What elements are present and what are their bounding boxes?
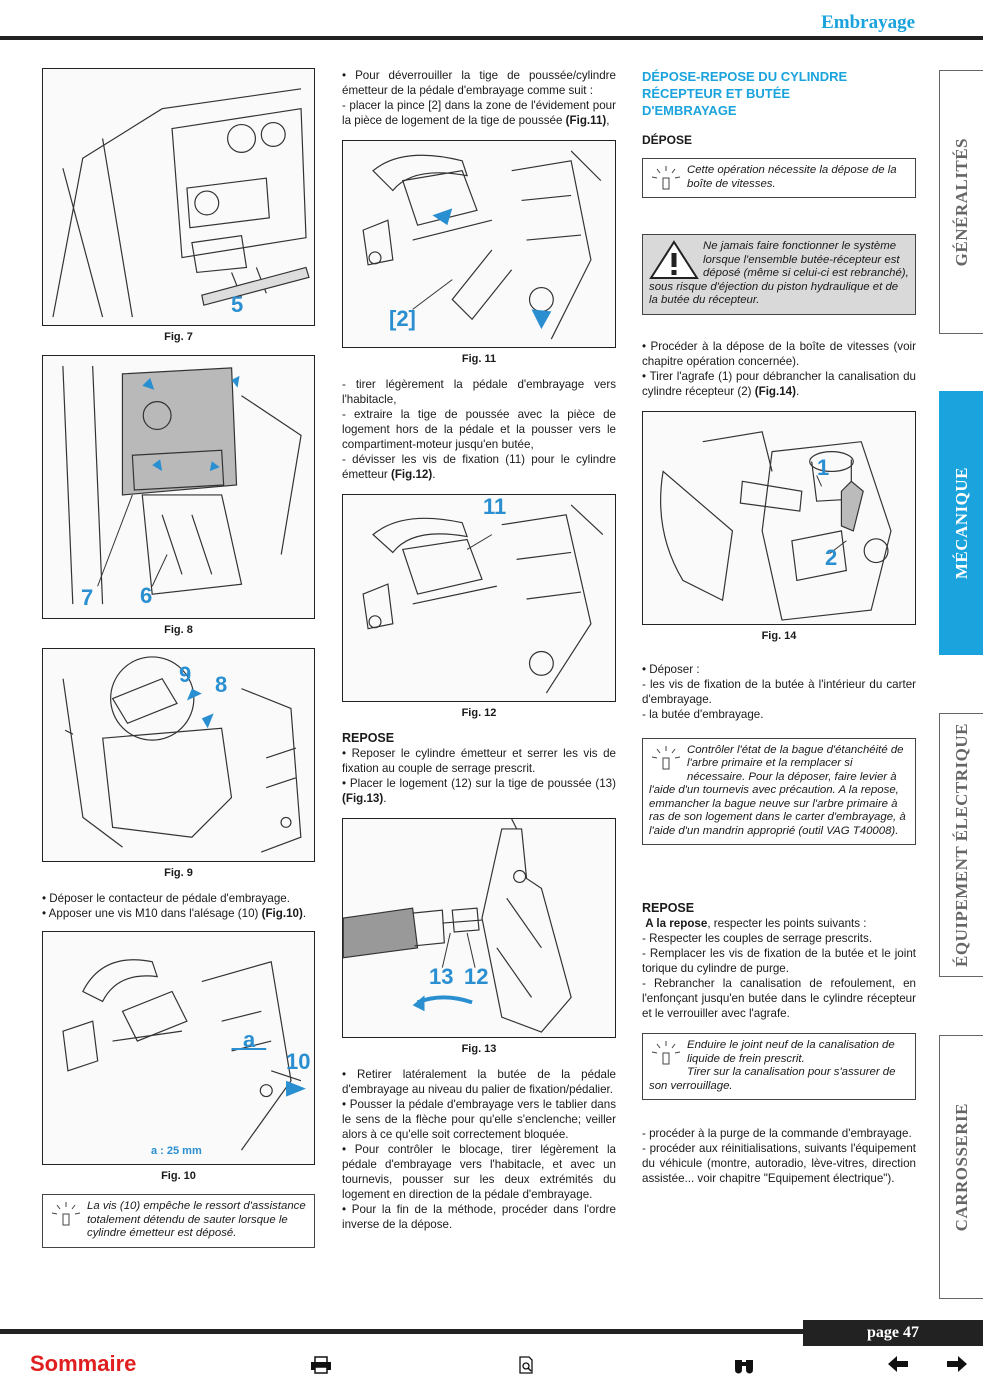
lightbulb-icon <box>651 745 681 769</box>
col2-r1: • Reposer le cylindre émetteur et serrer… <box>342 747 616 775</box>
fig14-caption: Fig. 14 <box>761 629 797 642</box>
col3-d2: - les vis de fixation de la butée à l'in… <box>642 677 916 706</box>
fig7-label-5: 5 <box>231 292 244 317</box>
fig14-label-1: 1 <box>817 454 830 480</box>
warning-icon <box>649 240 699 279</box>
fig11-label-2: [2] <box>389 306 416 331</box>
fig14-label-2: 2 <box>825 544 838 570</box>
note-gearbox: Cette opération nécessite la dépose de l… <box>642 158 916 198</box>
col3-d3: - la butée d'embrayage. <box>642 707 764 721</box>
col2-r4: • Pousser la pédale d'embrayage vers le … <box>342 1098 616 1141</box>
col3-r3: - Rebrancher la canalisation de refoulem… <box>642 977 916 1020</box>
sommaire-link[interactable]: Sommaire <box>30 1351 137 1376</box>
print-icon[interactable] <box>310 1356 332 1379</box>
section-heading: DÉPOSE-REPOSE DU CYLINDRE RÉCEPTEUR ET B… <box>642 69 848 118</box>
header-rule <box>0 36 983 40</box>
col2-repose-title: REPOSE <box>342 731 395 745</box>
chapter-title: Embrayage <box>821 12 915 33</box>
col1-text-2: • Apposer une vis M10 dans l'alésage (10… <box>42 907 307 920</box>
col3-r5: - procéder aux réinitialisations, suivan… <box>642 1142 916 1185</box>
lightbulb-icon <box>651 1041 681 1065</box>
arrow-right-icon[interactable] <box>947 1356 967 1377</box>
fig10-dimension: a : 25 mm <box>151 1145 202 1157</box>
col2-p2: - placer la pince [2] dans la zone de l'… <box>342 99 616 127</box>
document-search-icon[interactable] <box>518 1356 536 1379</box>
fig7-caption: Fig. 7 <box>164 331 193 343</box>
col3-r2: - Remplacer les vis de fixation de la bu… <box>642 947 916 975</box>
column-3: DÉPOSE-REPOSE DU CYLINDRE RÉCEPTEUR ET B… <box>642 68 916 1186</box>
col1-text-1: • Déposer le contacteur de pédale d'embr… <box>42 892 290 905</box>
page-number: page 47 <box>803 1320 983 1346</box>
binoculars-icon[interactable] <box>733 1356 755 1379</box>
figure-13: 13 12 <box>342 818 616 1038</box>
figure-8-drawing <box>62 365 302 605</box>
fig11-caption: Fig. 11 <box>461 353 497 365</box>
col2-p4: - extraire la tige de poussée avec la pi… <box>342 408 616 451</box>
footer-rule <box>0 1329 983 1334</box>
figure-10-drawing <box>62 959 306 1151</box>
tab-equipement-electrique[interactable]: ÉQUIPEMENT ÉLECTRIQUE <box>939 713 983 977</box>
fig13-caption: Fig. 13 <box>461 1043 497 1055</box>
figure-10: a 10 a : 25 mm <box>42 931 315 1165</box>
col3-d1: • Déposer : <box>642 662 700 676</box>
arrow-left-icon[interactable] <box>888 1356 908 1377</box>
note-seal-ring: Contrôler l'état de la bague d'étanchéit… <box>642 737 916 845</box>
figure-9-drawing <box>62 656 302 853</box>
column-2: • Pour déverrouiller la tige de poussée/… <box>342 68 616 1232</box>
fig10-label-10: 10 <box>286 1049 311 1074</box>
figure-13-drawing <box>343 819 572 1033</box>
figure-12-drawing <box>362 504 604 694</box>
note-brake-fluid: Enduire le joint neuf de la canalisation… <box>642 1033 916 1100</box>
figure-11: [2] <box>342 140 616 348</box>
figure-8: 7 6 <box>42 355 315 619</box>
fig13-label-13: 13 <box>429 964 454 989</box>
fig9-label-8: 8 <box>215 672 228 697</box>
fig9-caption: Fig. 9 <box>164 867 193 879</box>
warning-box: Ne jamais faire fonctionner le système l… <box>642 234 916 315</box>
figure-11-drawing <box>362 150 602 340</box>
figure-9: 9 8 <box>42 648 315 862</box>
col2-r5: • Pour contrôler le blocage, tirer légèr… <box>342 1143 616 1201</box>
lightbulb-icon <box>651 166 681 190</box>
fig13-label-12: 12 <box>464 964 489 989</box>
figure-7-drawing <box>52 88 310 318</box>
fig12-label-11: 11 <box>483 494 507 519</box>
fig10-label-a: a <box>243 1027 256 1052</box>
note-screw-10: La vis (10) empêche le ressort d'assista… <box>42 1194 315 1248</box>
col3-p2: • Tirer l'agrafe (1) pour débrancher la … <box>642 369 916 398</box>
figure-12: 11 <box>342 494 616 702</box>
fig9-label-9: 9 <box>179 662 192 687</box>
col3-r1: - Respecter les couples de serrage presc… <box>642 932 873 945</box>
col3-repose-title: REPOSE <box>642 901 695 915</box>
figure-7: 5 <box>42 68 315 326</box>
col2-p5: - dévisser les vis de fixation (11) pour… <box>342 453 616 481</box>
fig12-caption: Fig. 12 <box>461 707 497 719</box>
col2-r2: • Placer le logement (12) sur la tige de… <box>342 777 616 805</box>
fig8-label-6: 6 <box>140 583 153 608</box>
fig10-caption: Fig. 10 <box>161 1170 196 1182</box>
tab-mecanique[interactable]: MÉCANIQUE <box>939 391 983 655</box>
tab-generalites[interactable]: GÉNÉRALITÉS <box>939 70 983 334</box>
fig8-label-7: 7 <box>81 585 94 610</box>
col2-p3: - tirer légèrement la pédale d'embrayage… <box>342 378 616 406</box>
col3-r0: A la repose, respecter les points suivan… <box>645 917 867 930</box>
col2-r3: • Retirer latéralement la butée de la pé… <box>342 1068 616 1096</box>
col2-r6: • Pour la fin de la méthode, procéder da… <box>342 1203 616 1231</box>
column-1: 5 Fig. 7 7 6 Fig. 8 <box>42 68 315 1260</box>
fig8-caption: Fig. 8 <box>164 624 193 636</box>
depose-title: DÉPOSE <box>642 133 693 147</box>
col2-p1: • Pour déverrouiller la tige de poussée/… <box>342 69 616 97</box>
figure-14: 1 2 <box>642 410 916 625</box>
lightbulb-icon <box>51 1202 81 1226</box>
tab-carrosserie[interactable]: CARROSSERIE <box>939 1035 983 1299</box>
figure-14-drawing <box>660 430 892 621</box>
col3-p1: • Procéder à la dépose de la boîte de vi… <box>642 339 916 368</box>
col3-r4: - procéder à la purge de la commande d'e… <box>642 1127 912 1140</box>
